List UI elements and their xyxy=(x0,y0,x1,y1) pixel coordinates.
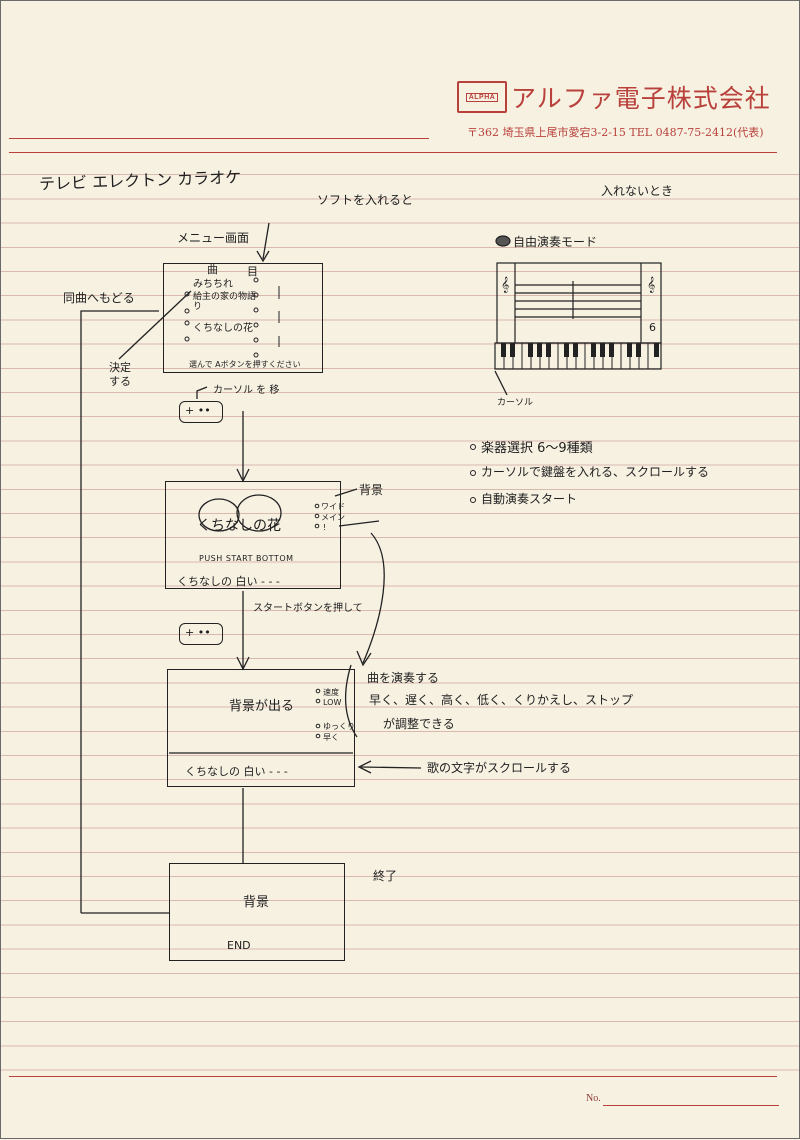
play-screen-box xyxy=(167,669,355,787)
play-note-2: 早く、遅く、高く、低く、くりかえし、ストップ xyxy=(369,693,634,707)
start-note: スタートボタンを押して xyxy=(253,603,363,614)
free-play-mode-label: 自由演奏モード xyxy=(513,235,598,249)
controller-2-label: + •• xyxy=(185,626,211,639)
treble-clef-icon: 𝄞 xyxy=(501,277,510,293)
soft-insert-note: ソフトを入れると xyxy=(317,193,414,207)
menu-screen-label: メニュー画面 xyxy=(177,231,250,245)
return-note: 同曲へもどる xyxy=(63,291,135,305)
menu-item-1: みちちれ xyxy=(193,279,233,290)
controller-1-label: + •• xyxy=(185,404,211,417)
bg-label: 背景 xyxy=(359,483,384,497)
company-address: 〒362 埼玉県上尾市愛宕3-2-15 TEL 0487-75-2412(代表) xyxy=(467,126,764,139)
side-bullet-3: 自動演奏スタート xyxy=(481,492,578,506)
cursor-move-note: カーソル を 移 xyxy=(213,385,280,396)
speed-label: 速度 xyxy=(323,688,339,697)
menu-item-3: くちなしの花 xyxy=(193,323,253,334)
song-title: くちなしの花 xyxy=(197,518,281,534)
speed-low-label: LOW xyxy=(323,698,342,707)
menu-header-mark: 目 xyxy=(247,265,258,278)
menu-item-2: 給主の家の物語り xyxy=(193,292,257,312)
song-scroll-text: くちなしの 白い - - - xyxy=(177,575,280,588)
fast-label: 早く xyxy=(323,733,339,742)
staff-number: 6 xyxy=(649,321,656,334)
treble-clef-right-icon: 𝄞 xyxy=(647,277,656,293)
menu-screen-box xyxy=(163,263,323,373)
page-number-line xyxy=(603,1105,779,1106)
slow-label: ゆっくり xyxy=(323,722,355,731)
company-name: アルファ電子株式会社 xyxy=(511,84,771,113)
scroll-note: 歌の文字がスクロールする xyxy=(427,761,572,775)
keyboard-cursor-label: カーソル xyxy=(497,398,534,408)
menu-footer: 選んで Aボタンを押すください xyxy=(189,360,301,369)
controller-2-icon xyxy=(179,623,223,645)
footer-rule xyxy=(9,1076,777,1077)
controller-1-icon xyxy=(179,401,223,423)
play-scroll-text: くちなしの 白い - - - xyxy=(185,765,288,778)
alpha-logo-icon: ALPHA xyxy=(457,81,507,113)
letterhead-rule xyxy=(9,152,777,153)
side-bullet-2: カーソルで鍵盤を入れる、スクロールする xyxy=(481,465,710,479)
end-note: 終了 xyxy=(373,869,398,883)
song-option-2: メイン xyxy=(321,513,345,522)
end-screen-box xyxy=(169,863,345,961)
no-insert-note: 入れないとき xyxy=(601,184,674,198)
side-bullet-1: 楽器選択 6～9種類 xyxy=(481,441,593,456)
decide-note: 決定する xyxy=(109,361,131,388)
menu-header: 曲 xyxy=(207,263,218,276)
push-start-text: PUSH START BOTTOM xyxy=(199,554,294,563)
song-screen-box xyxy=(165,481,341,589)
song-option-1: ワイド xyxy=(321,502,345,511)
end-text: END xyxy=(227,939,251,952)
logo-text: ALPHA xyxy=(465,92,499,102)
play-note-3: が調整できる xyxy=(383,717,455,731)
play-bg-text: 背景が出る xyxy=(229,699,295,714)
page-number-label: No. xyxy=(586,1093,601,1104)
play-note-1: 曲を演奏する xyxy=(367,671,440,685)
song-option-3: ! xyxy=(323,523,327,532)
end-bg-text: 背景 xyxy=(243,895,270,910)
letterhead-rule-left xyxy=(9,138,429,139)
